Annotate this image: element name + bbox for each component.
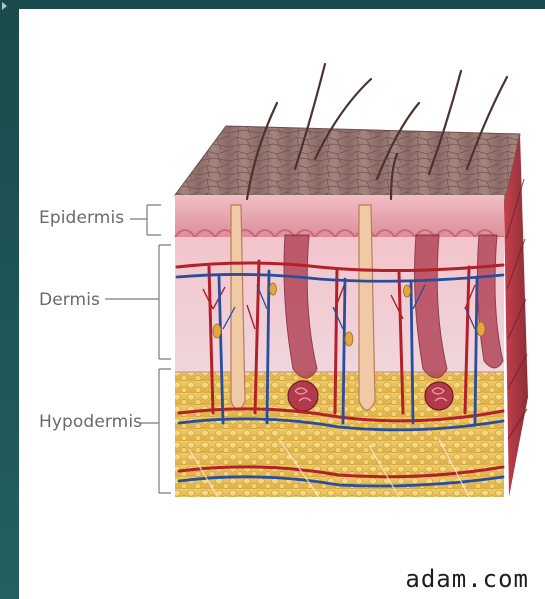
slide-corner-marker	[2, 2, 7, 10]
layer-bracket-lines	[105, 205, 171, 493]
label-epidermis: Epidermis	[39, 208, 124, 228]
top-teal-band	[0, 0, 545, 9]
label-dermis: Dermis	[39, 290, 100, 310]
left-teal-band	[0, 0, 19, 599]
label-hypodermis: Hypodermis	[39, 412, 142, 432]
source-credit: adam.com	[405, 565, 529, 593]
slide-canvas: Epidermis Dermis Hypodermis adam.com	[19, 9, 545, 599]
